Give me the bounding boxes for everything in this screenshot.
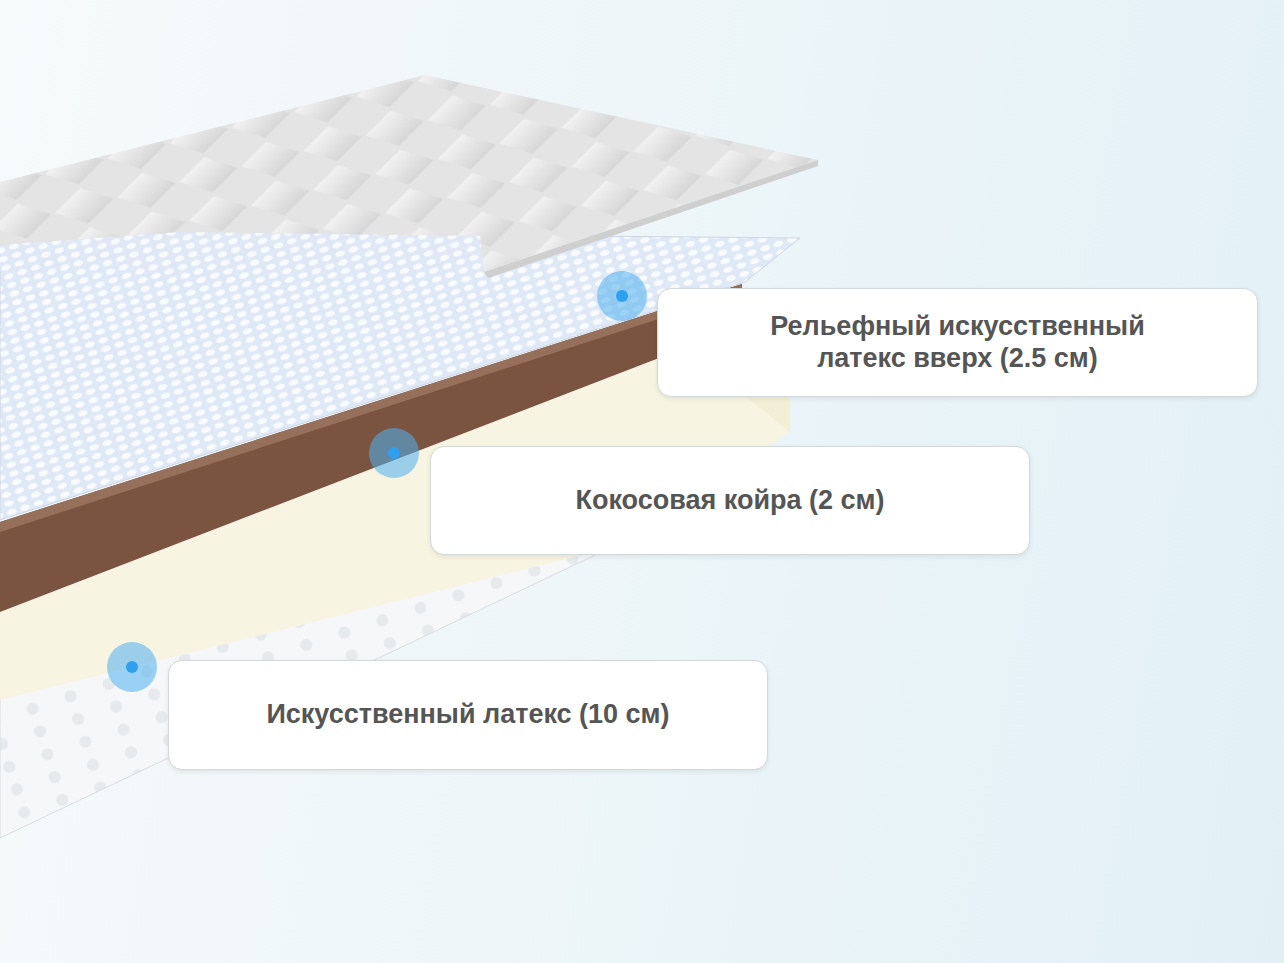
marker-dot (597, 271, 647, 321)
callout-box: Искусственный латекс (10 см) (168, 660, 768, 770)
marker-dot (107, 642, 157, 692)
callout-text: Искусственный латекс (10 см) (266, 699, 669, 731)
callout-box: Рельефный искусственный латекс вверх (2.… (657, 288, 1258, 397)
callout-text: Кокосовая койра (2 см) (575, 485, 884, 517)
marker-dot (369, 428, 419, 478)
callout-text: Рельефный искусственный латекс вверх (2.… (723, 311, 1193, 375)
callout-box: Кокосовая койра (2 см) (430, 446, 1030, 555)
